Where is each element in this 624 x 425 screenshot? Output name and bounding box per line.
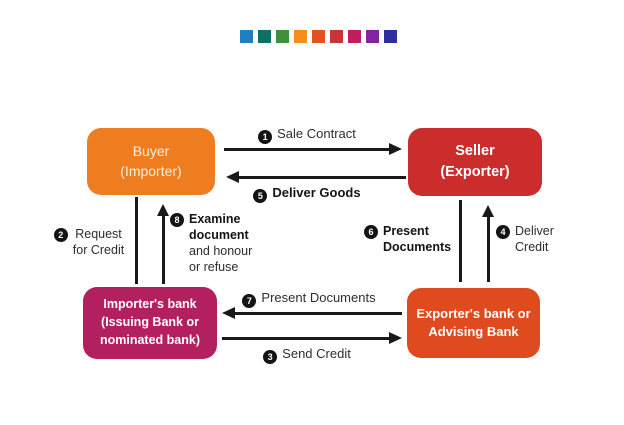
arrow-present-documents-banks	[235, 312, 402, 315]
node-exporter-bank-line: Advising Bank	[428, 324, 519, 339]
label-sale-contract-text: Sale Contract	[277, 126, 356, 141]
label-request-credit-line: Request	[75, 227, 122, 241]
node-seller: Seller (Exporter)	[408, 128, 542, 196]
arrowhead-right-icon	[389, 332, 402, 344]
line-present-documents-seller	[459, 200, 462, 282]
label-deliver-credit-line: Credit	[515, 240, 549, 254]
node-seller-line: Seller	[455, 143, 495, 160]
label-sale-contract: 1 Sale Contract	[214, 126, 400, 144]
node-seller-line: (Exporter)	[440, 164, 510, 180]
label-deliver-credit: 4 Deliver Credit	[496, 223, 554, 255]
arrowhead-up-icon	[157, 204, 169, 216]
palette-square-5	[312, 30, 325, 43]
label-present-documents-seller-line: Present	[383, 224, 429, 238]
step-number-badge: 8	[170, 213, 184, 227]
step-number-badge: 7	[242, 294, 257, 308]
arrow-deliver-goods	[239, 176, 406, 179]
arrow-send-credit	[222, 337, 389, 340]
palette-square-1	[240, 30, 253, 43]
arrowhead-left-icon	[222, 307, 235, 319]
label-deliver-credit-line: Deliver	[515, 224, 554, 238]
label-deliver-goods-text: Deliver Goods	[272, 185, 361, 200]
step-number-badge: 4	[496, 225, 510, 239]
label-examine-document: 8 Examine document and honour or refuse	[170, 211, 252, 275]
arrow-deliver-credit	[487, 216, 490, 282]
palette-square-7	[348, 30, 361, 43]
label-request-credit-line: for Credit	[72, 243, 125, 257]
step-number-badge: 2	[53, 228, 68, 242]
label-examine-line: Examine	[189, 212, 241, 226]
label-send-credit-text: Send Credit	[282, 346, 351, 361]
step-number-badge: 1	[258, 130, 273, 144]
node-importer-bank-line: (Issuing Bank or	[101, 315, 199, 330]
label-deliver-goods: 5 Deliver Goods	[214, 185, 400, 203]
palette-square-6	[330, 30, 343, 43]
palette-square-3	[276, 30, 289, 43]
arrowhead-left-icon	[226, 171, 239, 183]
label-examine-line: document	[189, 228, 249, 242]
node-exporter-bank-line: Exporter's bank or	[416, 305, 531, 321]
step-number-badge: 3	[263, 350, 278, 364]
label-examine-line: or refuse	[189, 260, 239, 274]
label-present-documents-seller-line: Documents	[383, 240, 452, 254]
node-exporter-bank: Exporter's bank or Advising Bank	[407, 288, 540, 358]
label-send-credit: 3 Send Credit	[214, 346, 400, 364]
step-number-badge: 5	[253, 189, 268, 203]
arrow-sale-contract	[224, 148, 389, 151]
node-buyer: Buyer (Importer)	[87, 128, 215, 195]
node-buyer-line: Buyer	[132, 142, 170, 159]
palette-square-2	[258, 30, 271, 43]
palette-square-4	[294, 30, 307, 43]
palette-square-8	[366, 30, 379, 43]
label-request-credit: 2 Request for Credit	[46, 226, 132, 258]
node-importer-bank-line: nominated bank)	[99, 332, 200, 347]
node-importer-bank-line: Importer's bank	[103, 297, 197, 312]
arrowhead-up-icon	[482, 205, 494, 217]
palette-row	[240, 30, 397, 43]
arrowhead-right-icon	[389, 143, 402, 155]
step-number-badge: 6	[364, 225, 378, 239]
palette-square-9	[384, 30, 397, 43]
line-request-credit	[135, 197, 138, 284]
label-examine-line: and honour	[189, 244, 253, 258]
label-present-documents-banks: 7 Present Documents	[214, 290, 404, 308]
node-importer-bank: Importer's bank (Issuing Bank or nominat…	[83, 287, 217, 359]
arrow-examine-document	[162, 215, 165, 284]
label-present-documents-seller: 6 Present Documents	[364, 223, 451, 255]
node-buyer-line: (Importer)	[120, 162, 182, 179]
label-present-documents-banks-text: Present Documents	[261, 290, 376, 305]
